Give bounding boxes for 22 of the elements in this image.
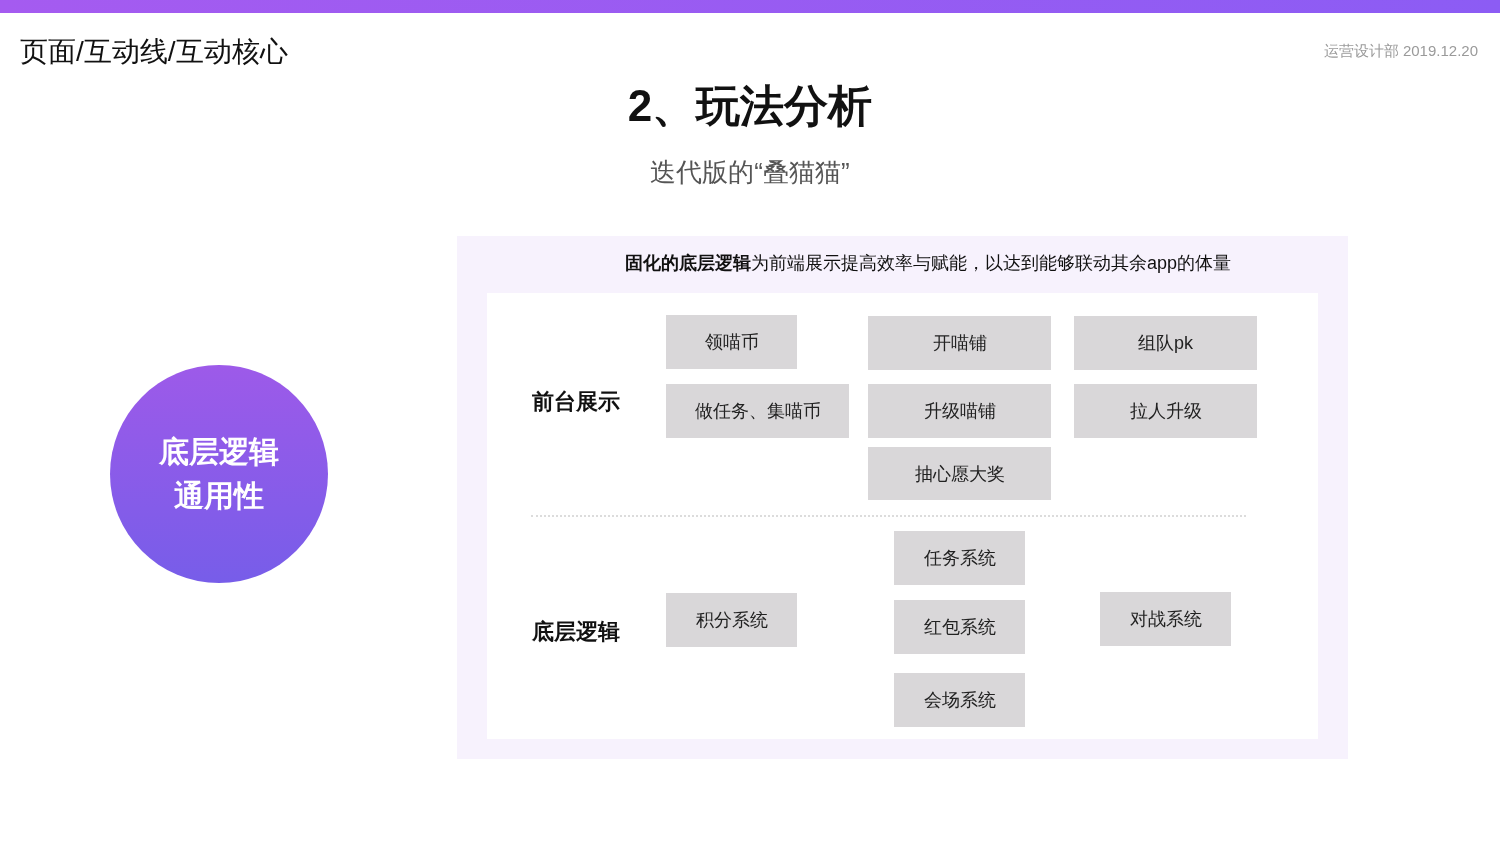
feature-box: 对战系统 (1100, 592, 1231, 646)
feature-box: 红包系统 (894, 600, 1025, 654)
content-panel (487, 293, 1318, 739)
slide-title: 2、玩法分析 (627, 80, 873, 132)
feature-box: 领喵币 (666, 315, 797, 369)
feature-box: 组队pk (1074, 316, 1257, 370)
feature-box: 升级喵铺 (868, 384, 1051, 438)
circle: 底层逻辑通用性 (110, 365, 328, 583)
feature-box: 拉人升级 (1074, 384, 1257, 438)
panel (457, 236, 1348, 759)
feature-box: 会场系统 (894, 673, 1025, 727)
feature-box: 积分系统 (666, 593, 797, 647)
feature-box: 抽心愿大奖 (868, 447, 1051, 500)
header-note: 运营设计部 2019.12.20 (1323, 41, 1478, 61)
feature-box: 任务系统 (894, 531, 1025, 585)
panel-heading: 固化的底层逻辑为前端展示提高效率与赋能，以达到能够联动其余app的体量 (625, 252, 1231, 275)
row-label: 底层逻辑 (532, 618, 620, 646)
breadcrumb: 页面/互动线/互动核心 (20, 35, 288, 69)
feature-box: 开喵铺 (868, 316, 1051, 370)
subtitle: 迭代版的“叠猫猫” (650, 156, 850, 189)
feature-box: 做任务、集喵币 (666, 384, 849, 438)
row-label: 前台展示 (532, 388, 620, 416)
